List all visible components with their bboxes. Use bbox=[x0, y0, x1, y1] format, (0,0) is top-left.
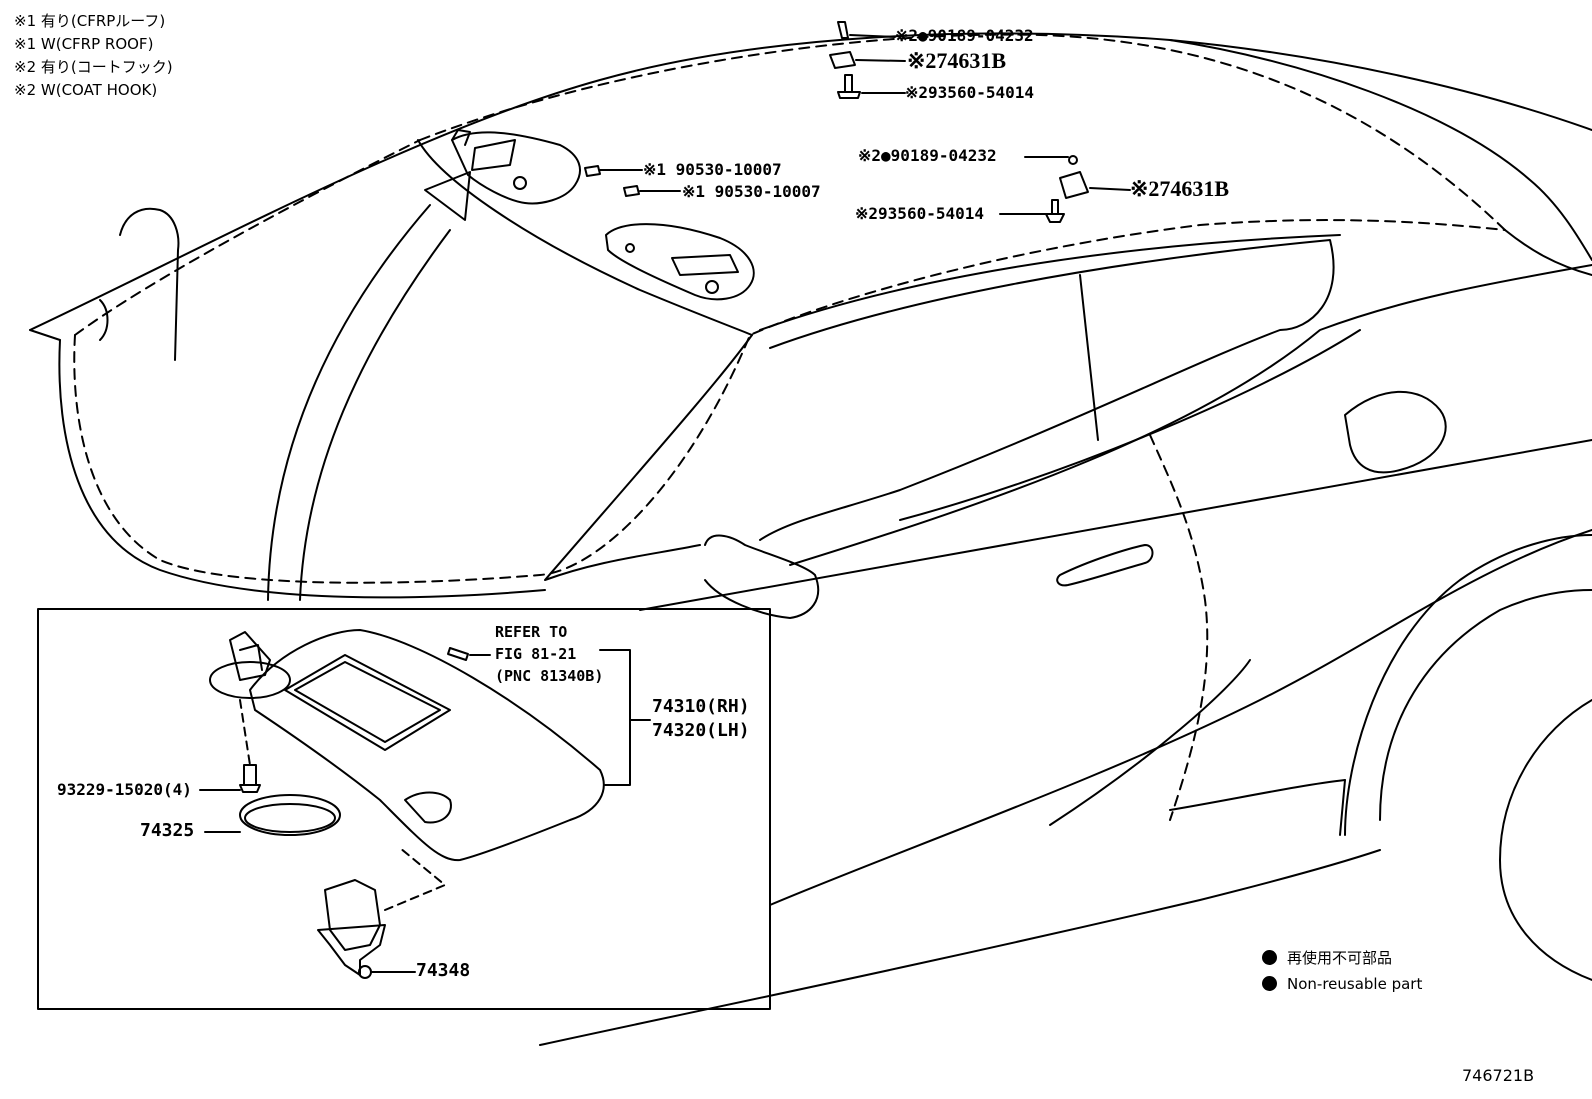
legend-ja-text: 再使用不可部品 bbox=[1287, 949, 1393, 967]
visor-lh-installed bbox=[605, 223, 755, 301]
legend-en-text: Non-reusable part bbox=[1287, 975, 1423, 993]
label-holder: 74348 bbox=[416, 960, 471, 981]
label-screw-detail: 93229-15020(4) bbox=[57, 780, 192, 799]
coat-hook-parts-mid bbox=[999, 155, 1131, 223]
label-visor-clip-1: ※1 90530-10007 bbox=[643, 160, 782, 179]
visor-clip-icons bbox=[584, 165, 681, 197]
figure-id: 746721B bbox=[1462, 1066, 1535, 1085]
note-line-2: ※1 W(CFRP ROOF) bbox=[14, 35, 154, 53]
note-line-1: ※1 有り(CFRPルーフ) bbox=[14, 12, 166, 30]
refer-line-1: REFER TO bbox=[495, 623, 568, 641]
legend-non-reusable-en: Non-reusable part bbox=[1262, 976, 1422, 992]
label-hook-mid: ※274631B bbox=[1130, 176, 1230, 201]
note-line-3: ※2 有り(コートフック) bbox=[14, 58, 173, 76]
label-cover: 74325 bbox=[140, 820, 195, 841]
refer-line-2: FIG 81-21 bbox=[495, 645, 577, 663]
refer-line-3: (PNC 81340B) bbox=[495, 667, 604, 685]
label-visor-clip-2: ※1 90530-10007 bbox=[682, 182, 821, 201]
legend-non-reusable-ja: 再使用不可部品 bbox=[1262, 950, 1392, 966]
label-visor-rh: 74310(RH) bbox=[652, 696, 750, 717]
label-screw-top: ※293560-54014 bbox=[905, 83, 1034, 102]
car-body-outline bbox=[29, 32, 1592, 1046]
detail-box bbox=[37, 608, 771, 1010]
label-screw-mid: ※293560-54014 bbox=[855, 204, 984, 223]
note-line-4: ※2 W(COAT HOOK) bbox=[14, 81, 158, 99]
detail-pointer-arrow bbox=[267, 171, 471, 601]
label-visor-lh: 74320(LH) bbox=[652, 720, 750, 741]
non-reusable-dot-icon bbox=[1262, 950, 1277, 965]
label-clip-top: ※2●90189-04232 bbox=[895, 26, 1034, 45]
visor-detail-drawing bbox=[199, 629, 651, 979]
label-clip-mid: ※2●90189-04232 bbox=[858, 146, 997, 165]
coat-hook-parts-top bbox=[829, 21, 906, 99]
label-hook-top: ※274631B bbox=[907, 48, 1007, 73]
visor-rh-installed bbox=[451, 129, 581, 205]
non-reusable-dot-icon bbox=[1262, 976, 1277, 991]
